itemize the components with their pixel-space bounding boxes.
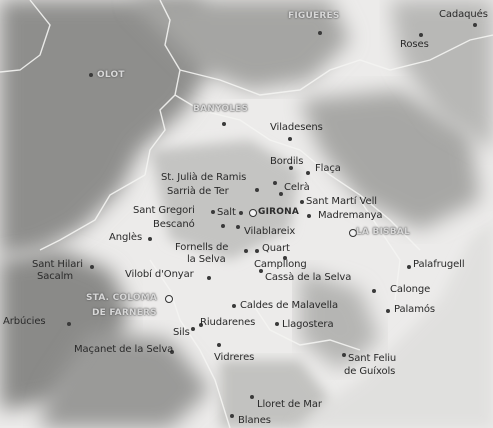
label-la-bisbal: LA BISBAL <box>356 227 410 237</box>
marker-bescano[interactable] <box>221 224 225 228</box>
label-quart: Quart <box>262 243 290 254</box>
marker-girona[interactable] <box>249 209 257 217</box>
label-sarria-de-ter: Sarrià de Ter <box>167 186 229 197</box>
marker-sils[interactable] <box>191 327 195 331</box>
label-llagostera: Llagostera <box>282 319 334 330</box>
marker-figueres[interactable] <box>318 31 322 35</box>
marker-flaca[interactable] <box>306 171 310 175</box>
marker-sant-marti-vell[interactable] <box>300 200 304 204</box>
label-sant-gregori: Sant Gregori <box>133 205 195 216</box>
marker-la-bisbal[interactable] <box>349 229 357 237</box>
label-girona: GIRONA <box>258 207 300 217</box>
label-bordils: Bordils <box>270 156 304 167</box>
marker-st-julia-de-ramis[interactable] <box>273 181 277 185</box>
label-fornells-de-la-selva-line2: la Selva <box>187 254 226 265</box>
marker-sant-hilari-sacalm[interactable] <box>90 265 94 269</box>
label-fornells-de-la-selva-line1: Fornells de <box>175 242 229 253</box>
label-caldes-de-malavella: Caldes de Malavella <box>240 300 338 311</box>
marker-madremanya[interactable] <box>307 214 311 218</box>
marker-lloret-de-mar[interactable] <box>250 395 254 399</box>
label-sils: Sils <box>173 327 190 338</box>
label-sant-hilari-sacalm-line2: Sacalm <box>37 271 74 282</box>
label-roses: Roses <box>400 39 429 50</box>
marker-banyoles[interactable] <box>222 122 226 126</box>
label-sant-feliu-de-guixols-line1: Sant Feliu <box>348 353 397 364</box>
label-vidreres: Vidreres <box>214 352 255 363</box>
label-calonge: Calonge <box>390 284 431 295</box>
marker-sta-coloma-de-farners[interactable] <box>165 295 173 303</box>
marker-llagostera[interactable] <box>275 322 279 326</box>
label-banyoles: BANYOLES <box>193 104 249 114</box>
label-cadaques: Cadaqués <box>439 9 488 20</box>
label-arbucies: Arbúcies <box>3 316 46 327</box>
label-sta-coloma-de-farners-line1: STA. COLOMA <box>86 293 158 303</box>
marker-sarria-de-ter[interactable] <box>255 188 259 192</box>
label-blanes: Blanes <box>238 415 271 426</box>
marker-caldes-de-malavella[interactable] <box>232 304 236 308</box>
label-viladesens: Viladesens <box>270 122 323 133</box>
marker-fornells-de-la-selva[interactable] <box>244 249 248 253</box>
label-campllong: Campllong <box>254 259 307 270</box>
label-sant-feliu-de-guixols-line2: de Guíxols <box>344 366 396 377</box>
label-angles: Anglès <box>109 232 143 243</box>
label-figueres: FIGUERES <box>288 11 340 21</box>
marker-vilablareix[interactable] <box>236 225 240 229</box>
label-vilablareix: Vilablareix <box>244 226 296 237</box>
marker-sant-gregori[interactable] <box>211 210 215 214</box>
label-palamos: Palamós <box>394 304 435 315</box>
sea-area <box>290 220 493 428</box>
label-palafrugell: Palafrugell <box>413 259 465 270</box>
marker-salt[interactable] <box>239 211 243 215</box>
marker-calonge[interactable] <box>372 289 376 293</box>
marker-sant-feliu-de-guixols[interactable] <box>342 353 346 357</box>
label-macanet-de-la-selva: Maçanet de la Selva <box>74 344 174 355</box>
marker-quart[interactable] <box>255 249 259 253</box>
label-olot: OLOT <box>97 70 125 80</box>
label-sant-marti-vell: Sant Martí Vell <box>306 196 377 207</box>
label-madremanya: Madremanya <box>318 210 383 221</box>
marker-vidreres[interactable] <box>217 343 221 347</box>
label-salt: Salt <box>217 207 236 218</box>
marker-olot[interactable] <box>89 73 93 77</box>
marker-bordils[interactable] <box>289 166 293 170</box>
label-sta-coloma-de-farners-line2: DE FARNERS <box>92 308 157 318</box>
label-celra: Celrà <box>284 182 310 193</box>
label-bescano: Bescanó <box>153 219 195 230</box>
marker-roses[interactable] <box>419 33 423 37</box>
marker-cadaques[interactable] <box>473 23 477 27</box>
label-cassa-de-la-selva: Cassà de la Selva <box>265 272 352 283</box>
label-vilobi-d-onyar: Vilobí d'Onyar <box>125 269 194 280</box>
marker-palafrugell[interactable] <box>407 265 411 269</box>
marker-arbucies[interactable] <box>67 322 71 326</box>
marker-celra[interactable] <box>279 192 283 196</box>
label-sant-hilari-sacalm-line1: Sant Hilari <box>32 259 83 270</box>
marker-vilobi-d-onyar[interactable] <box>207 276 211 280</box>
marker-cassa-de-la-selva[interactable] <box>259 269 263 273</box>
marker-macanet-de-la-selva[interactable] <box>170 350 174 354</box>
label-st-julia-de-ramis: St. Julià de Ramis <box>161 172 247 183</box>
label-flaca: Flaça <box>315 163 341 174</box>
marker-campllong[interactable] <box>283 256 287 260</box>
marker-angles[interactable] <box>148 237 152 241</box>
label-riudarenes: Riudarenes <box>200 317 256 328</box>
marker-viladesens[interactable] <box>288 137 292 141</box>
marker-palamos[interactable] <box>386 309 390 313</box>
label-lloret-de-mar: Lloret de Mar <box>257 399 322 410</box>
marker-blanes[interactable] <box>230 414 234 418</box>
marker-riudarenes[interactable] <box>199 323 203 327</box>
